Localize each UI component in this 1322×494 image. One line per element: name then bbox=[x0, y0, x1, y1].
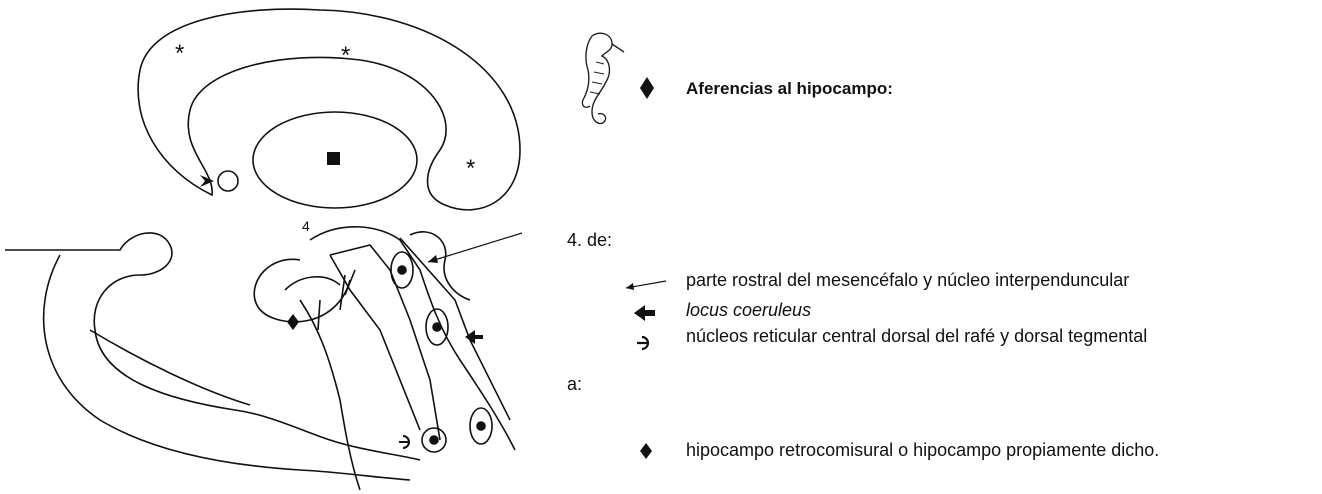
nucleus-dot-1 bbox=[398, 266, 406, 274]
to-item-hippocampus: hipocampo retrocomisural o hipocampo pro… bbox=[686, 440, 1159, 461]
tract-bundle bbox=[310, 227, 515, 450]
seahorse-icon bbox=[582, 33, 624, 123]
thin-arrow-diagram bbox=[428, 233, 522, 262]
small-circle-marker bbox=[218, 171, 238, 191]
hook-symbol-legend bbox=[637, 337, 649, 349]
diamond-legend-to bbox=[640, 443, 652, 459]
hippocampal-loop bbox=[254, 259, 350, 321]
hippocampal-inner-loop bbox=[285, 277, 340, 290]
label-four: 4 bbox=[302, 218, 310, 234]
diamond-marker-diagram bbox=[287, 314, 299, 330]
c-shaped-structure bbox=[138, 9, 520, 210]
nucleus-dot-2 bbox=[433, 323, 441, 331]
ventral-outline bbox=[90, 330, 250, 405]
asterisk-1: * bbox=[175, 40, 184, 68]
thin-arrow-head bbox=[428, 255, 438, 263]
from-item-raphe: núcleos reticular central dorsal del raf… bbox=[686, 326, 1147, 347]
square-marker bbox=[327, 152, 340, 165]
thin-arrow-legend-head bbox=[626, 283, 634, 290]
nucleus-dot-3 bbox=[477, 422, 485, 430]
outer-brain-outline bbox=[5, 233, 420, 460]
asterisk-2: * bbox=[341, 42, 350, 70]
tract-bundle-6 bbox=[410, 232, 470, 300]
bold-arrow-legend bbox=[634, 305, 655, 321]
legend-title: Aferencias al hipocampo: bbox=[686, 79, 893, 99]
diamond-legend-title bbox=[640, 77, 654, 99]
asterisk-3: * bbox=[466, 155, 475, 183]
nucleus-dot-4 bbox=[430, 436, 438, 444]
from-item-rostral: parte rostral del mesencéfalo y núcleo i… bbox=[686, 270, 1129, 291]
from-heading: 4. de: bbox=[567, 230, 612, 251]
to-heading: a: bbox=[567, 374, 582, 395]
tract-bundle-7 bbox=[318, 270, 355, 330]
hook-symbol-diagram bbox=[399, 436, 410, 448]
from-item-locus: locus coeruleus bbox=[686, 300, 811, 321]
tract-bundle-4 bbox=[300, 300, 360, 490]
